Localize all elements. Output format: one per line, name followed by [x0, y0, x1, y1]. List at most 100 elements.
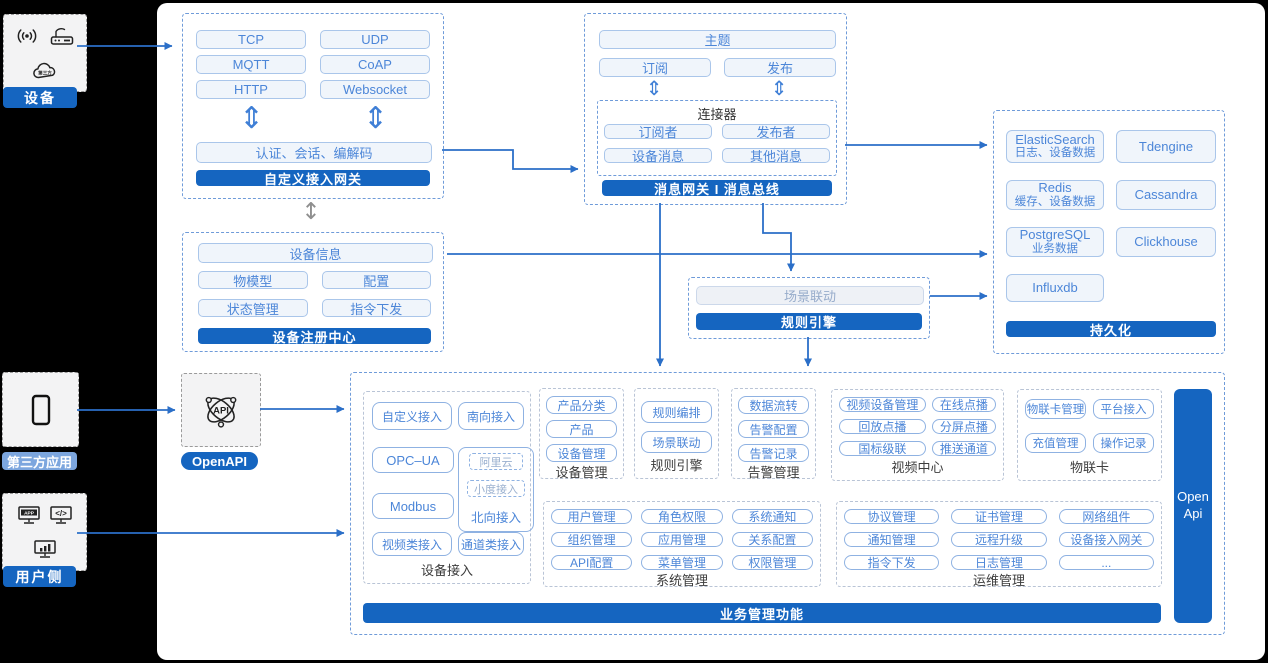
subscribe-text: 订阅 — [641, 61, 668, 76]
rule-engine-title-bar: 规则引擎 — [696, 313, 922, 330]
db-cell-clickhouse: Clickhouse — [1116, 227, 1216, 257]
connector-title: 连接器 — [598, 104, 836, 123]
system-pill: 关系配置 — [731, 532, 813, 547]
db-name: Cassandra — [1134, 187, 1198, 203]
ops-pill: 日志管理 — [951, 555, 1047, 570]
open-api-label: OpenAPI — [181, 452, 258, 470]
ops-pill: 通知管理 — [844, 532, 940, 547]
protocol-pill: Websocket — [320, 80, 430, 99]
alarm-pill: 数据流转 — [738, 396, 809, 414]
ops-mgmt-label-text: 运维管理 — [972, 573, 1025, 588]
rail-label-user-side: 用户侧 — [3, 566, 76, 587]
auth-session-codec-pill: 认证、会话、编解码 — [196, 142, 432, 163]
db-name: Tdengine — [1138, 138, 1194, 154]
video-center-column: 视频设备管理在线点播回放点播分屏点播国标级联推送通道 视频中心 — [831, 389, 1004, 481]
open-api-icon-box: API — [181, 373, 261, 447]
connector-pill-grid: 订阅者发布者设备消息其他消息 — [604, 124, 830, 164]
db-name: Redis — [1038, 180, 1072, 196]
video-center-label-text: 视频中心 — [891, 460, 944, 475]
system-pill: 用户管理 — [551, 509, 633, 524]
rule-engine-label: 规则引擎 — [641, 455, 712, 474]
video-pill: 推送通道 — [931, 441, 996, 456]
device-access-row1: 自定义接入南向接入 — [372, 402, 524, 430]
device-mgmt-pills: 产品分类产品设备管理 — [546, 396, 617, 462]
rail-label-device: 设备 — [3, 87, 77, 108]
topic-text: 主题 — [704, 33, 731, 48]
updown-arrow-icon: ⇕ — [363, 101, 389, 136]
rule-pill: 场景联动 — [641, 431, 712, 453]
ops-mgmt-label: 运维管理 — [844, 570, 1154, 589]
rail-label-third-party-text: 第三方应用 — [6, 454, 72, 470]
device-icon-group: 第三方 — [3, 14, 87, 92]
video-center-pills: 视频设备管理在线点播回放点播分屏点播国标级联推送通道 — [839, 397, 996, 456]
rule-engine-column: 规则编排场景联动 规则引擎 — [634, 388, 719, 479]
ops-pill: 指令下发 — [844, 555, 940, 570]
access-pill: 南向接入 — [458, 402, 524, 430]
connector-pill: 设备消息 — [604, 148, 712, 164]
access-pill: 视频类接入 — [372, 532, 452, 556]
system-pill: 菜单管理 — [641, 555, 723, 570]
rule-engine-label-text: 规则引擎 — [650, 458, 703, 473]
connector-title-text: 连接器 — [697, 107, 737, 122]
api-network-icon: API — [205, 396, 237, 428]
svg-text:APP: APP — [24, 510, 35, 516]
registry-pill: 指令下发 — [321, 299, 431, 317]
scene-linkage-text: 场景联动 — [783, 289, 836, 304]
north-access-label: 北向接入 — [471, 507, 521, 526]
rail-label-third-party: 第三方应用 — [2, 452, 77, 470]
ops-mgmt-pills: 协议管理证书管理网络组件通知管理远程升级设备接入网关指令下发日志管理... — [844, 509, 1154, 570]
system-pill: 组织管理 — [551, 532, 633, 547]
video-center-label: 视频中心 — [839, 457, 996, 476]
chart-monitor-icon — [33, 540, 56, 558]
updown-arrow-gray-icon: ↕ — [301, 199, 321, 225]
ops-pill: 协议管理 — [844, 509, 940, 524]
publish-text: 发布 — [766, 61, 793, 76]
rule-engine-box: 场景联动 规则引擎 — [688, 277, 930, 339]
ops-pill: 远程升级 — [951, 532, 1047, 547]
third-party-icon-group — [2, 372, 79, 447]
device-access-label: 设备接入 — [364, 560, 530, 579]
device-registry-title-text: 设备注册中心 — [272, 329, 357, 345]
ops-mgmt-column: 协议管理证书管理网络组件通知管理远程升级设备接入网关指令下发日志管理... 运维… — [836, 501, 1162, 589]
aliyun-text: 阿里云 — [479, 456, 513, 469]
device-access-label-text: 设备接入 — [420, 563, 473, 578]
subscribe-pill: 订阅 — [599, 58, 711, 77]
device-info-pill: 设备信息 — [198, 243, 433, 263]
protocol-pill: CoAP — [320, 55, 430, 74]
device-access-column: 自定义接入南向接入 OPC–UA 阿里云 小度接入 北向接入 Modbus 视频… — [363, 391, 534, 584]
xiaodu-access-text: 小度接入 — [474, 483, 518, 496]
iot-card-pill: 操作记录 — [1093, 433, 1154, 453]
db-name: Clickhouse — [1134, 234, 1198, 250]
connector-pill: 订阅者 — [604, 124, 712, 140]
connector-pill: 其他消息 — [722, 148, 830, 164]
svg-text:</>: </> — [55, 509, 67, 518]
persistence-title-bar: 持久化 — [1006, 321, 1216, 338]
scene-linkage-pill: 场景联动 — [696, 286, 924, 305]
topic-pill: 主题 — [599, 30, 836, 49]
auth-session-codec-text: 认证、会话、编解码 — [255, 146, 373, 161]
aliyun-pill: 阿里云 — [469, 453, 523, 470]
iot-card-pill: 物联卡管理 — [1025, 399, 1086, 419]
registry-pill: 配置 — [321, 271, 431, 289]
mgmt-pill: 设备管理 — [546, 444, 617, 462]
opc-ua-pill: OPC–UA — [372, 447, 454, 473]
rule-engine-pills: 规则编排场景联动 — [641, 401, 712, 453]
updown-arrow-icon: ⇕ — [770, 76, 788, 100]
device-registry-box: 设备信息 物模型配置状态管理指令下发 设备注册中心 — [182, 232, 444, 352]
connector-pill: 发布者 — [722, 124, 830, 140]
xiaodu-access-pill: 小度接入 — [467, 480, 525, 497]
app-monitor-icon: APP — [17, 506, 40, 524]
message-bus-title-bar: 消息网关 I 消息总线 — [602, 180, 832, 197]
modbus-pill: Modbus — [372, 493, 454, 519]
video-pill: 分屏点播 — [931, 419, 996, 434]
business-box: 自定义接入南向接入 OPC–UA 阿里云 小度接入 北向接入 Modbus 视频… — [350, 372, 1225, 635]
device-mgmt-label-text: 设备管理 — [555, 465, 608, 480]
rail-label-device-text: 设备 — [24, 89, 56, 106]
system-mgmt-label-text: 系统管理 — [655, 573, 708, 588]
rule-engine-title-text: 规则引擎 — [780, 315, 837, 330]
updown-arrow-icon: ⇕ — [239, 101, 265, 136]
connector-box: 连接器 订阅者发布者设备消息其他消息 — [597, 100, 837, 176]
